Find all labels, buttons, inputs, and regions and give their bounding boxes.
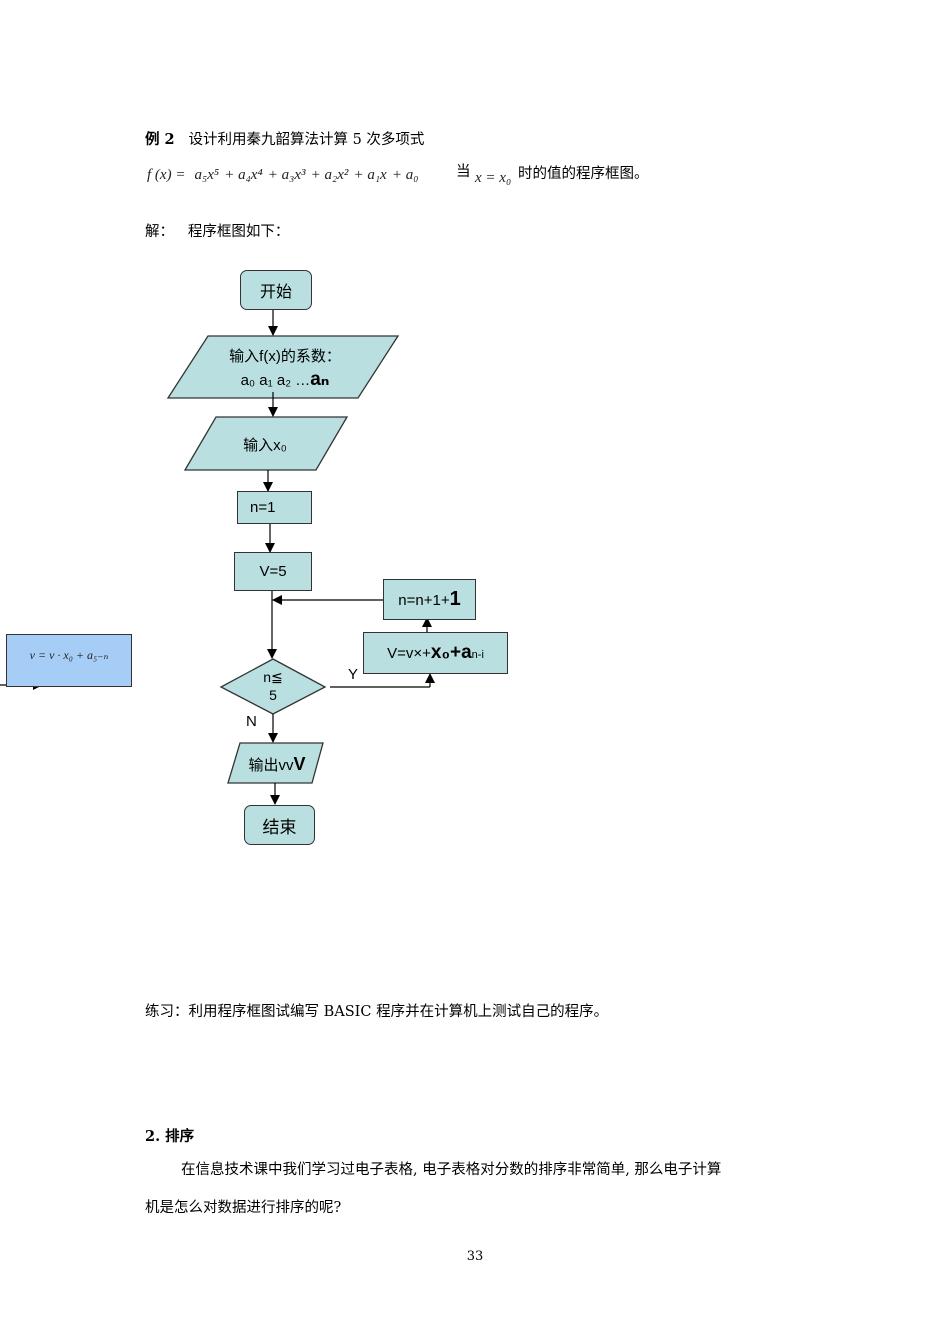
section-heading: 2. 排序 [145,1128,195,1145]
formula-dang: 当 [456,164,471,180]
no-label: N [246,713,257,730]
condition-text: n≦ 5 [248,668,298,704]
section-paragraph-line2: 机是怎么对数据进行排序的呢? [145,1200,342,1216]
end-terminal: 结束 [244,805,315,845]
update-bold: x₀+a [430,642,472,663]
section-paragraph-line1: 在信息技术课中我们学习过电子表格, 电子表格对分数的排序非常简单, 那么电子计算 [181,1162,722,1178]
flowchart: 开始 输入f(x)的系数： a₀ a₁ a₂ …aₙ 输入x₀ n=1 V=5 … [0,270,508,845]
formula-term: a₃x³ [281,167,306,183]
example-heading: 例 2 设计利用秦九韶算法计算 5 次多项式 [145,128,424,149]
yes-label: Y [348,666,359,683]
update-sub: n-i [471,649,484,661]
update-box: V=v×+x₀+an-i [363,632,508,674]
formula-lhs: f (x) = [147,167,186,183]
input-x0-text: 输入x₀ [243,437,287,454]
init-v-box: V=5 [234,552,312,591]
flowchart-canvas [0,310,435,805]
solution-text: 解： 程序框图如下： [145,224,290,240]
input-coeffs-line2: a₀ a₁ a₂ … [240,372,311,389]
start-label: 开始 [259,284,292,301]
formula-term: a₄x⁴ [238,167,263,183]
example-label: 例 2 [145,131,175,148]
input-coeffs-an: aₙ [310,369,330,390]
increment-box: n=n+1+1 [383,579,476,620]
formula-condition: x = x₀ [475,170,512,186]
input-coeffs-line1: 输入f(x)的系数： [229,348,341,365]
init-v-label: V=5 [259,563,287,580]
input-coeffs-text: 输入f(x)的系数： a₀ a₁ a₂ …aₙ [200,345,370,392]
init-n-label: n=1 [250,499,276,516]
update-prefix: V=v×+ [387,645,431,662]
output-bold: V [293,754,306,774]
output-prefix: 输出vv [248,757,294,774]
input-coeffs-shape [166,335,400,399]
formula-suffix: 时的值的程序框图。 [518,166,649,182]
page-number: 33 [466,1249,484,1264]
increment-bold: 1 [449,588,461,610]
formula-term: a₀ [405,167,419,183]
example-title: 设计利用秦九韶算法计算 5 次多项式 [188,132,425,148]
formula-term: a₁x [367,167,387,183]
increment-label: n=n+1+ [398,592,450,609]
end-label: 结束 [262,817,297,837]
side-formula-box: v = v · x₀ + a₅₋ₙ [6,634,132,687]
condition-line1: n≦ [263,669,283,685]
start-terminal: 开始 [240,270,312,310]
condition-line2: 5 [269,687,277,703]
formula-term: a₂x² [324,167,349,183]
polynomial-formula: f (x) = a₅x⁵ + a₄x⁴ + a₃x³ + a₂x² + a₁x … [147,167,419,183]
output-shape [227,742,324,784]
init-n-box: n=1 [237,491,312,524]
output-text: 输出vvV [232,754,322,775]
input-x0-shape [183,416,349,471]
exercise-text: 练习：利用程序框图试编写 BASIC 程序并在计算机上测试自己的程序。 [145,1004,609,1020]
side-formula: v = v · x₀ + a₅₋ₙ [29,648,109,662]
formula-term: a₅x⁵ [194,167,220,183]
